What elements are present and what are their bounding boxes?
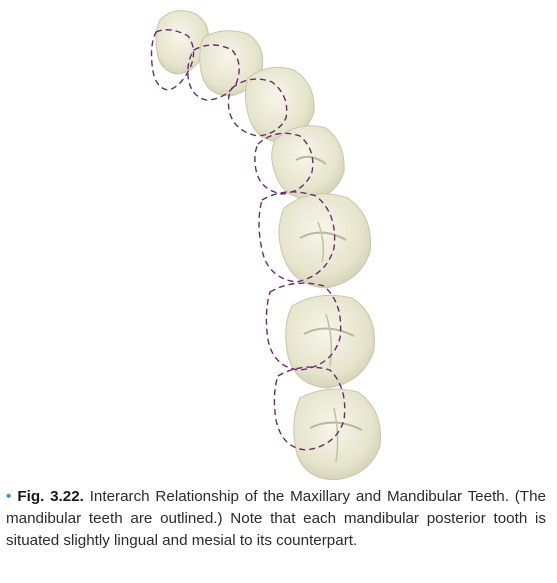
mandibular-central-incisor-outline — [150, 29, 195, 91]
mandibular-second-premolar-outline — [258, 191, 336, 283]
mandibular-teeth-outlines — [150, 29, 346, 451]
maxillary-first-premolar — [271, 125, 345, 201]
caption-label: Fig. 3.22. — [17, 488, 84, 505]
mandibular-first-premolar-outline — [254, 132, 314, 195]
mandibular-lateral-incisor-outline — [187, 44, 240, 101]
maxillary-teeth — [155, 10, 382, 480]
caption-text: (The mandibular teeth are outlined.) Not… — [6, 488, 546, 549]
caption-title: Interarch Relationship of the Maxillary … — [89, 488, 509, 505]
maxillary-first-molar — [285, 294, 376, 389]
figure-caption: • Fig. 3.22. Interarch Relationship of th… — [6, 486, 546, 552]
maxillary-second-premolar — [278, 193, 372, 289]
mandibular-second-molar-outline — [273, 366, 346, 451]
caption-bullet: • — [6, 488, 12, 505]
dental-arch-illustration — [150, 10, 382, 480]
mandibular-first-molar-outline — [265, 282, 342, 371]
maxillary-central-incisor — [155, 10, 209, 75]
